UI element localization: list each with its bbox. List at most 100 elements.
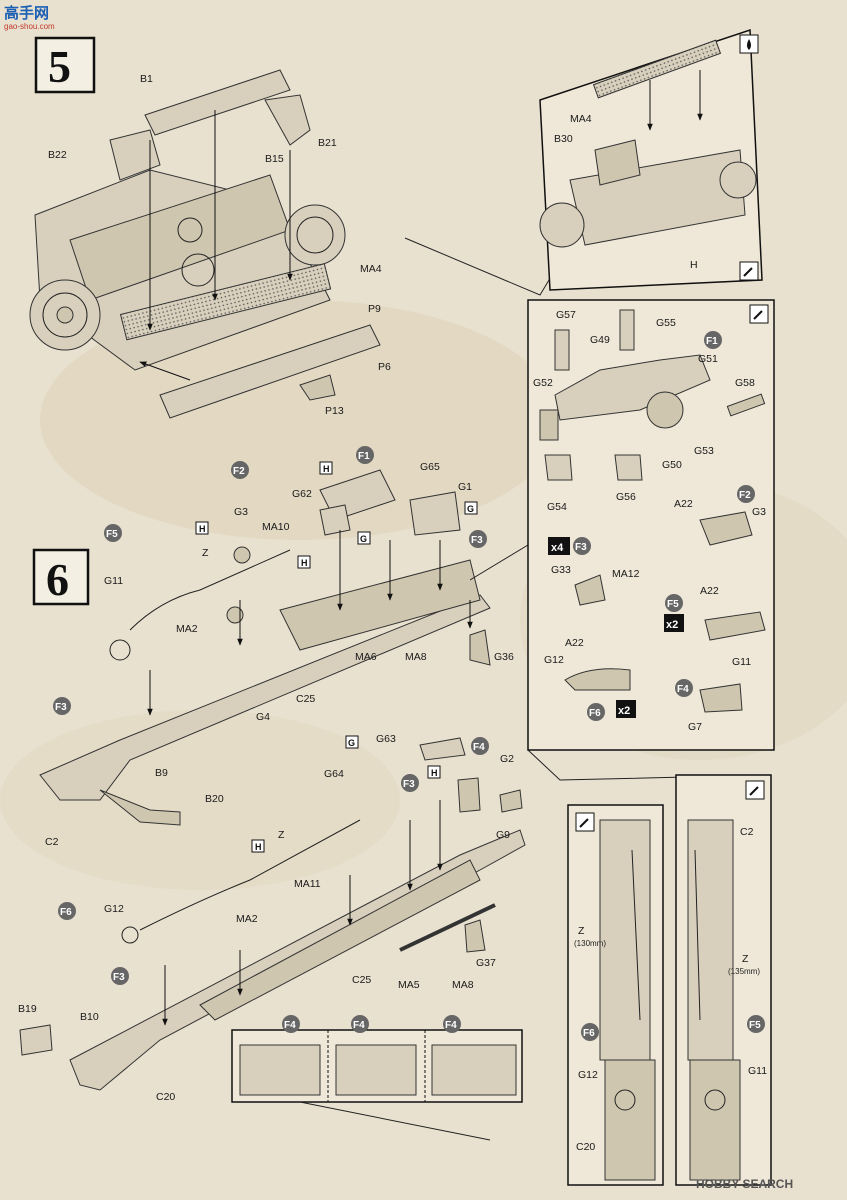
label-z-135: Z [742,953,749,965]
svg-text:F5: F5 [106,529,118,540]
svg-text:F4: F4 [677,684,689,695]
step-6-number: 6 [46,554,69,605]
svg-text:F3: F3 [55,702,67,713]
label-g62-6: G62 [292,488,312,500]
badge-f3-c: F3 [401,774,419,792]
svg-text:F2: F2 [739,490,751,501]
label-g50: G50 [662,459,682,471]
label-g2: G2 [500,753,514,765]
label-g56: G56 [616,491,636,503]
side-detail-right [675,774,772,1186]
svg-text:F2: F2 [233,466,245,477]
label-g1-6: G1 [458,481,472,493]
label-c25-6a: C25 [296,693,315,705]
badge-f1-detail: F1 [704,331,722,349]
svg-text:H: H [301,558,308,568]
label-g57: G57 [556,309,576,321]
badge-f6-a: F6 [58,902,76,920]
part-b1 [144,69,291,136]
label-g11-side: G11 [748,1065,767,1077]
step-6-box [32,548,90,606]
marker-h-b: H [195,521,209,535]
label-g33: G33 [551,564,571,576]
step-5-inset [539,28,763,291]
label-g12-detail: G12 [544,654,564,666]
badge-f6-detail: F6 [587,703,605,721]
label-ma8-6a: MA8 [405,651,427,663]
badge-f5-detail: F5 [665,594,683,612]
badge-f3-detail: F3 [573,537,591,555]
part-b20 [99,789,181,826]
label-a22-a: A22 [674,498,693,510]
label-g58: G58 [735,377,755,389]
label-b30: B30 [554,133,573,145]
label-g52: G52 [533,377,553,389]
label-ma11: MA11 [294,878,321,890]
label-z-130mm: (130mm) [574,939,606,948]
mult-x2-b: x2 [616,700,636,718]
part-b21 [264,94,311,146]
fender-lower [19,737,526,1091]
label-a22-c: A22 [565,637,584,649]
label-p6: P6 [378,361,391,373]
label-ma8-6b: MA8 [452,979,474,991]
badge-f4-c: F4 [351,1015,369,1033]
badge-f4-d: F4 [443,1015,461,1033]
label-g3-detail: G3 [752,506,766,518]
svg-text:F4: F4 [353,1020,365,1031]
marker-g-a: G [464,501,478,515]
bottom-detail-strip [231,1029,523,1141]
badge-f6-b: F6 [581,1023,599,1041]
label-c2-side: C2 [740,826,754,838]
label-g65-6: G65 [420,461,440,473]
svg-text:H: H [323,464,330,474]
marker-h-a: H [319,461,333,475]
label-g51: G51 [698,353,718,365]
step-5: 5 B1 B21 B [29,28,763,419]
part-g2b [457,777,481,813]
mult-x4: x4 [548,537,570,555]
svg-text:G: G [348,738,355,748]
svg-text:G: G [360,534,367,544]
label-b19: B19 [18,1003,37,1015]
svg-text:F6: F6 [589,708,601,719]
marker-h-c: H [297,555,311,569]
badge-f4-b: F4 [282,1015,300,1033]
svg-text:F1: F1 [358,451,370,462]
mult-x2-a: x2 [664,614,684,632]
part-b22 [109,129,161,181]
svg-text:F3: F3 [575,542,587,553]
label-g3-6: G3 [234,506,248,518]
svg-text:H: H [255,842,262,852]
label-b10: B10 [80,1011,99,1023]
fender-upper [39,469,491,826]
footer-brand: HOBBY SEARCH [696,1177,793,1191]
label-g12-6: G12 [104,903,124,915]
label-g9: G9 [496,829,510,841]
label-g64: G64 [324,768,344,780]
svg-text:F1: F1 [706,336,718,347]
svg-text:H: H [199,524,206,534]
badge-f5: F5 [104,524,122,542]
label-z-6b: Z [278,829,285,841]
label-b21: B21 [318,137,337,149]
svg-text:F6: F6 [583,1028,595,1039]
part-g62 [319,504,351,536]
badge-f5-b: F5 [747,1015,765,1033]
label-z-135mm: (135mm) [728,967,760,976]
label-g37: G37 [476,957,496,969]
svg-text:H: H [431,768,438,778]
label-ma12: MA12 [612,568,640,580]
svg-text:x4: x4 [551,542,564,554]
badge-f3-d: F3 [111,967,129,985]
label-g11-6: G11 [104,575,123,587]
label-z-130: Z [578,925,585,937]
label-p9: P9 [368,303,381,315]
label-g12-side: G12 [578,1069,598,1081]
svg-text:F3: F3 [113,972,125,983]
label-a22-b: A22 [700,585,719,597]
badge-f4-a: F4 [471,737,489,755]
label-z-6a: Z [202,547,209,559]
label-b1: B1 [140,73,153,85]
label-ma5: MA5 [398,979,420,991]
